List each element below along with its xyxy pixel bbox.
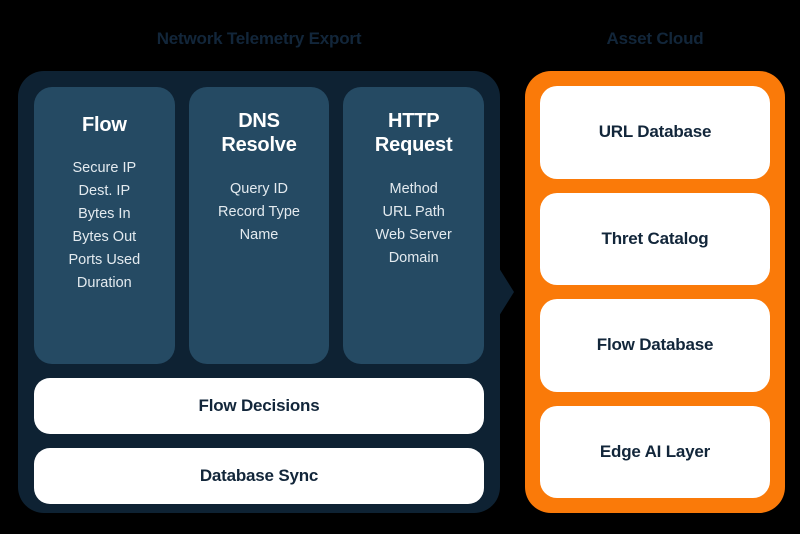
telemetry-card-flow[interactable]: Flow Secure IP Dest. IP Bytes In Bytes O… xyxy=(34,87,175,364)
field-item: URL Path xyxy=(382,203,445,220)
field-item: Dest. IP xyxy=(78,183,131,200)
field-item: Method xyxy=(389,180,438,197)
field-item: Secure IP xyxy=(72,160,137,177)
field-item: Duration xyxy=(76,274,132,291)
field-item: Web Server Domain xyxy=(375,226,452,266)
cloud-card-flow-database[interactable]: Flow Database xyxy=(540,299,770,392)
left-section-title: Network Telemetry Export xyxy=(156,29,362,48)
network-telemetry-export-panel: Flow Secure IP Dest. IP Bytes In Bytes O… xyxy=(18,71,500,513)
bar-database-sync[interactable]: Database Sync xyxy=(34,448,484,504)
field-item: Bytes In xyxy=(78,206,131,223)
field-list: Query ID Record Type Name xyxy=(218,178,300,247)
cloud-card-edge-ai-layer[interactable]: Edge AI Layer xyxy=(540,405,770,498)
arrow-right-icon xyxy=(499,268,514,316)
field-item: Bytes Out xyxy=(72,229,137,246)
right-section-title: Asset Cloud xyxy=(606,29,704,48)
telemetry-card-http-request[interactable]: HTTP Request Method URL Path Web Server … xyxy=(343,87,485,364)
field-list: Method URL Path Web Server Domain xyxy=(376,178,452,270)
cloud-card-url-database[interactable]: URL Database xyxy=(540,86,770,179)
card-title: DNS Resolve xyxy=(221,110,297,157)
field-item: Record Type xyxy=(218,203,300,220)
card-title: Flow xyxy=(81,114,127,136)
field-item: Query ID xyxy=(230,180,289,197)
field-item: Name xyxy=(239,226,279,243)
field-item: Ports Used xyxy=(68,252,141,269)
card-title: HTTP Request xyxy=(374,110,453,157)
asset-cloud-panel: URL Database Thret Catalog Flow Database… xyxy=(525,71,785,513)
telemetry-cards-row: Flow Secure IP Dest. IP Bytes In Bytes O… xyxy=(34,87,485,364)
cloud-card-thret-catalog[interactable]: Thret Catalog xyxy=(540,192,770,285)
field-list: Secure IP Dest. IP Bytes In Bytes Out Po… xyxy=(68,157,140,294)
telemetry-card-dns-resolve[interactable]: DNS Resolve Query ID Record Type Name xyxy=(188,87,330,364)
bar-flow-decisions[interactable]: Flow Decisions xyxy=(34,378,484,434)
